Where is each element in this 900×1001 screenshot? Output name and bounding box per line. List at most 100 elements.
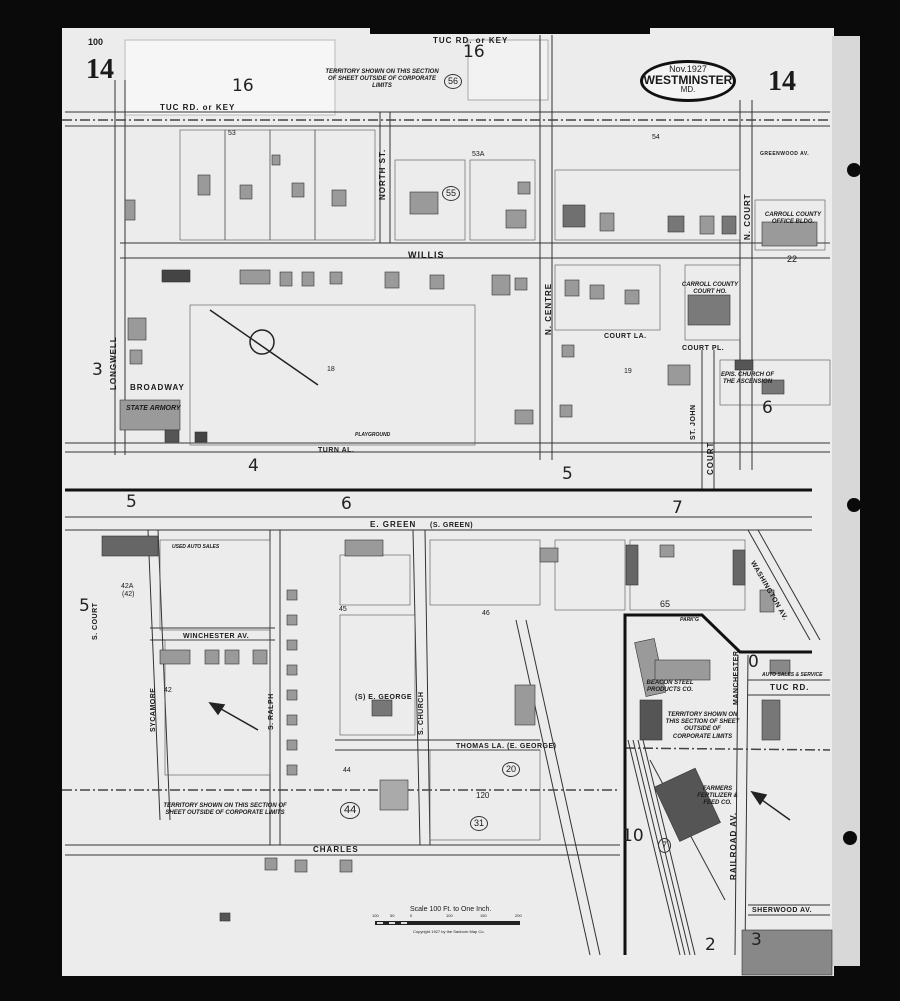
block-number: 53A [472,151,485,158]
scale-caption: Scale 100 Ft. to One Inch. [410,906,492,913]
sheet-number-left: 14 [86,54,114,85]
street-north-st: NORTH ST. [378,148,387,200]
territory-note-top: TERRITORY SHOWN ON THIS SECTION OF SHEET… [325,69,439,90]
scale-tick: 100 [446,913,453,918]
circled-number: 55 [442,186,461,201]
street-lines [65,35,830,956]
sheet-number-right: 14 [768,66,796,97]
scale-tick: 100 [372,913,379,918]
block-number: 42 [164,687,172,694]
block-number: 18 [327,366,335,373]
block-number: 2 [705,935,716,955]
block-number: 54 [652,134,660,141]
street-n-centre: N. CENTRE [544,282,553,335]
circled-number: 44 [340,802,361,819]
section-boundaries [65,488,812,955]
block-number: 3 [92,360,103,380]
label-auto-sales-service: AUTO SALES & SERVICE [762,672,823,678]
title-state: MD. [680,85,696,94]
street-longwell: LONGWELL [109,336,118,390]
block-number: 22 [787,254,798,264]
block-number: 53 [228,130,236,137]
street-st-john: ST. JOHN [690,404,697,440]
street-court-pl: COURT PL. [682,345,725,352]
corner-number: 100 [88,37,104,47]
block-number: 5 [79,596,90,616]
street-willis: WILLIS [408,250,445,260]
label-used-auto-sales: USED AUTO SALES [172,544,220,550]
binding-hole [847,498,861,512]
circled-number: 31 [470,816,489,831]
scale-tick: 0 [410,913,413,918]
north-arrow [208,309,791,821]
block-number: 5 [126,492,137,512]
circled-number: 20 [502,762,521,777]
street-sherwood: SHERWOOD AV. [752,907,813,914]
block-number: 45 [339,606,347,613]
block-number: 0 [748,652,759,672]
street-s-court: S. COURT [92,602,99,640]
block-number: 44 [343,767,351,774]
street-e-green: E. GREEN [370,520,417,529]
torn-top-edge [370,28,650,34]
street-tuc-rd-top: TUC RD. or KEY [433,36,509,45]
territory-note-inset: TERRITORY SHOWN ON THIS SECTION OF SHEET… [665,712,740,740]
block-number: 120 [476,791,490,800]
paste-patch [467,39,549,101]
label-farmers-fertilizer: FARMERS FERTILIZER & FEED CO. [697,786,738,807]
street-n-court: N. COURT [743,193,752,240]
block-number: 16 [463,42,485,62]
binding-hole [843,831,857,845]
street-tuc-rd-inset: TUC RD. [770,683,810,692]
label-state-armory: STATE ARMORY [126,405,181,412]
block-number: 42A [121,583,134,590]
copyright: Copyright 1927 by the Sanborn Map Co. [413,929,485,934]
block-number: 46 [482,610,490,617]
block-number: (42) [122,591,135,598]
block-number: 3 [751,930,762,950]
street-s-green: (S. GREEN) [430,522,474,529]
street-ralph: S. RALPH [268,693,275,730]
street-winchester: WINCHESTER AV. [183,633,250,640]
block-number: 4 [248,456,259,476]
scale-tick: 200 [515,913,522,918]
block-number: 7 [672,498,683,518]
label-episcopal-church: EPIS. CHURCH OF THE ASCENSION [720,372,774,386]
buildings [101,154,833,976]
scale-tick: 150 [480,913,487,918]
scale-tick: 50 [390,913,395,918]
block-number: 19 [624,368,632,375]
street-tuc-rd: TUC RD. or KEY [160,103,236,112]
circled-number: 56 [444,74,463,89]
binding-hole [847,163,861,177]
title-city: WESTMINSTER [643,73,733,87]
title-cartouche: Nov.1927 WESTMINSTER MD. [640,60,736,102]
street-sycamore: SYCAMORE [150,687,157,732]
label-parking: PARK'G [680,617,699,623]
block-number: 6 [762,398,773,418]
block-number: 65 [660,599,671,609]
block-number: 5 [562,464,573,484]
block-number: 6 [341,494,352,514]
street-manchester: MANCHESTER [733,650,740,705]
block-number: 10 [622,826,644,846]
block-number: 16 [232,76,254,96]
street-e-george: (S) E. GEORGE [355,694,413,701]
street-broadway: BROADWAY [130,383,185,392]
street-court-la: COURT LA. [604,333,647,340]
label-court-house: CARROLL COUNTY COURT HO. [681,282,739,296]
circled-number: 7 [658,838,672,853]
street-turn-al: TURN AL. [318,447,355,454]
street-s-church: S. CHURCH [418,691,425,735]
paste-patch [124,39,336,116]
street-thomas-la: THOMAS LA. (E. GEORGE) [456,743,557,750]
label-office-bldg: CARROLL COUNTY OFFICE BLDG. [764,212,822,226]
label-playground: PLAYGROUND [355,432,391,438]
scale-bar [375,921,520,925]
title-date: Nov.1927 [669,64,707,74]
corporate-limit-lines [62,119,831,791]
label-beacon-steel: BEACON STEEL PRODUCTS CO. [646,680,694,694]
street-greenwood: GREENWOOD AV. [760,151,810,157]
street-charles: CHARLES [313,845,359,854]
street-railroad-av: RAILROAD AV. [729,811,738,880]
